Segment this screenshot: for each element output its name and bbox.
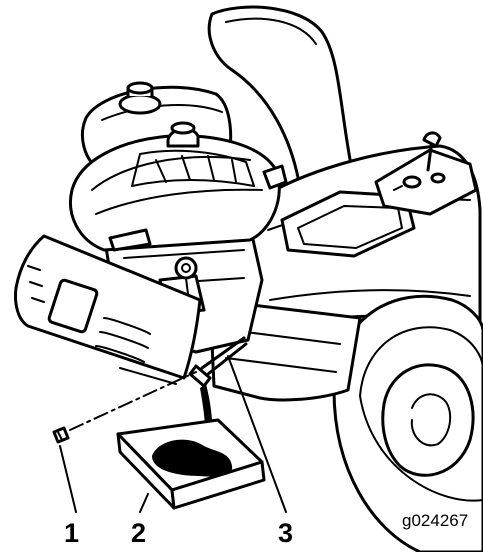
callout-2-label: 2 bbox=[131, 520, 146, 547]
drain-plug bbox=[54, 428, 68, 442]
callout-1-label: 1 bbox=[64, 520, 79, 547]
callout-3-label: 3 bbox=[278, 520, 293, 547]
figure-id: g024267 bbox=[402, 512, 468, 529]
plug-removal-path bbox=[70, 372, 196, 430]
drain-pan bbox=[118, 420, 264, 508]
